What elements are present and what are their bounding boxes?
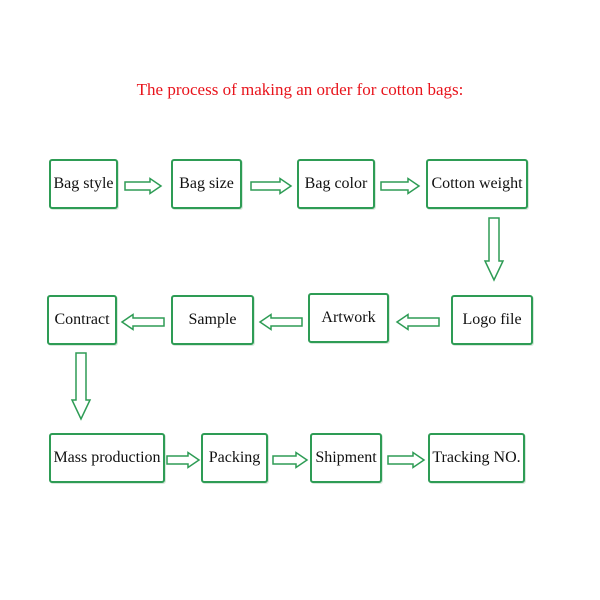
arrow-down-icon (483, 217, 505, 282)
step-bag-style: Bag style (49, 159, 118, 209)
step-bag-color: Bag color (297, 159, 375, 209)
arrow-right-icon (250, 177, 293, 195)
arrow-left-icon (120, 313, 165, 331)
step-bag-size: Bag size (171, 159, 242, 209)
diagram-title: The process of making an order for cotto… (136, 80, 464, 99)
arrow-left-icon (395, 313, 440, 331)
step-shipment: Shipment (310, 433, 382, 483)
arrow-right-icon (272, 451, 309, 469)
step-tracking-no: Tracking NO. (428, 433, 525, 483)
arrow-right-icon (380, 177, 421, 195)
arrow-right-icon (166, 451, 201, 469)
arrow-down-icon (70, 352, 92, 421)
step-cotton-weight: Cotton weight (426, 159, 528, 209)
arrow-left-icon (258, 313, 303, 331)
arrow-right-icon (387, 451, 426, 469)
step-packing: Packing (201, 433, 268, 483)
arrow-right-icon (124, 177, 163, 195)
step-mass-production: Mass production (49, 433, 165, 483)
step-contract: Contract (47, 295, 117, 345)
step-sample: Sample (171, 295, 254, 345)
step-logo-file: Logo file (451, 295, 533, 345)
step-artwork: Artwork (308, 293, 389, 343)
